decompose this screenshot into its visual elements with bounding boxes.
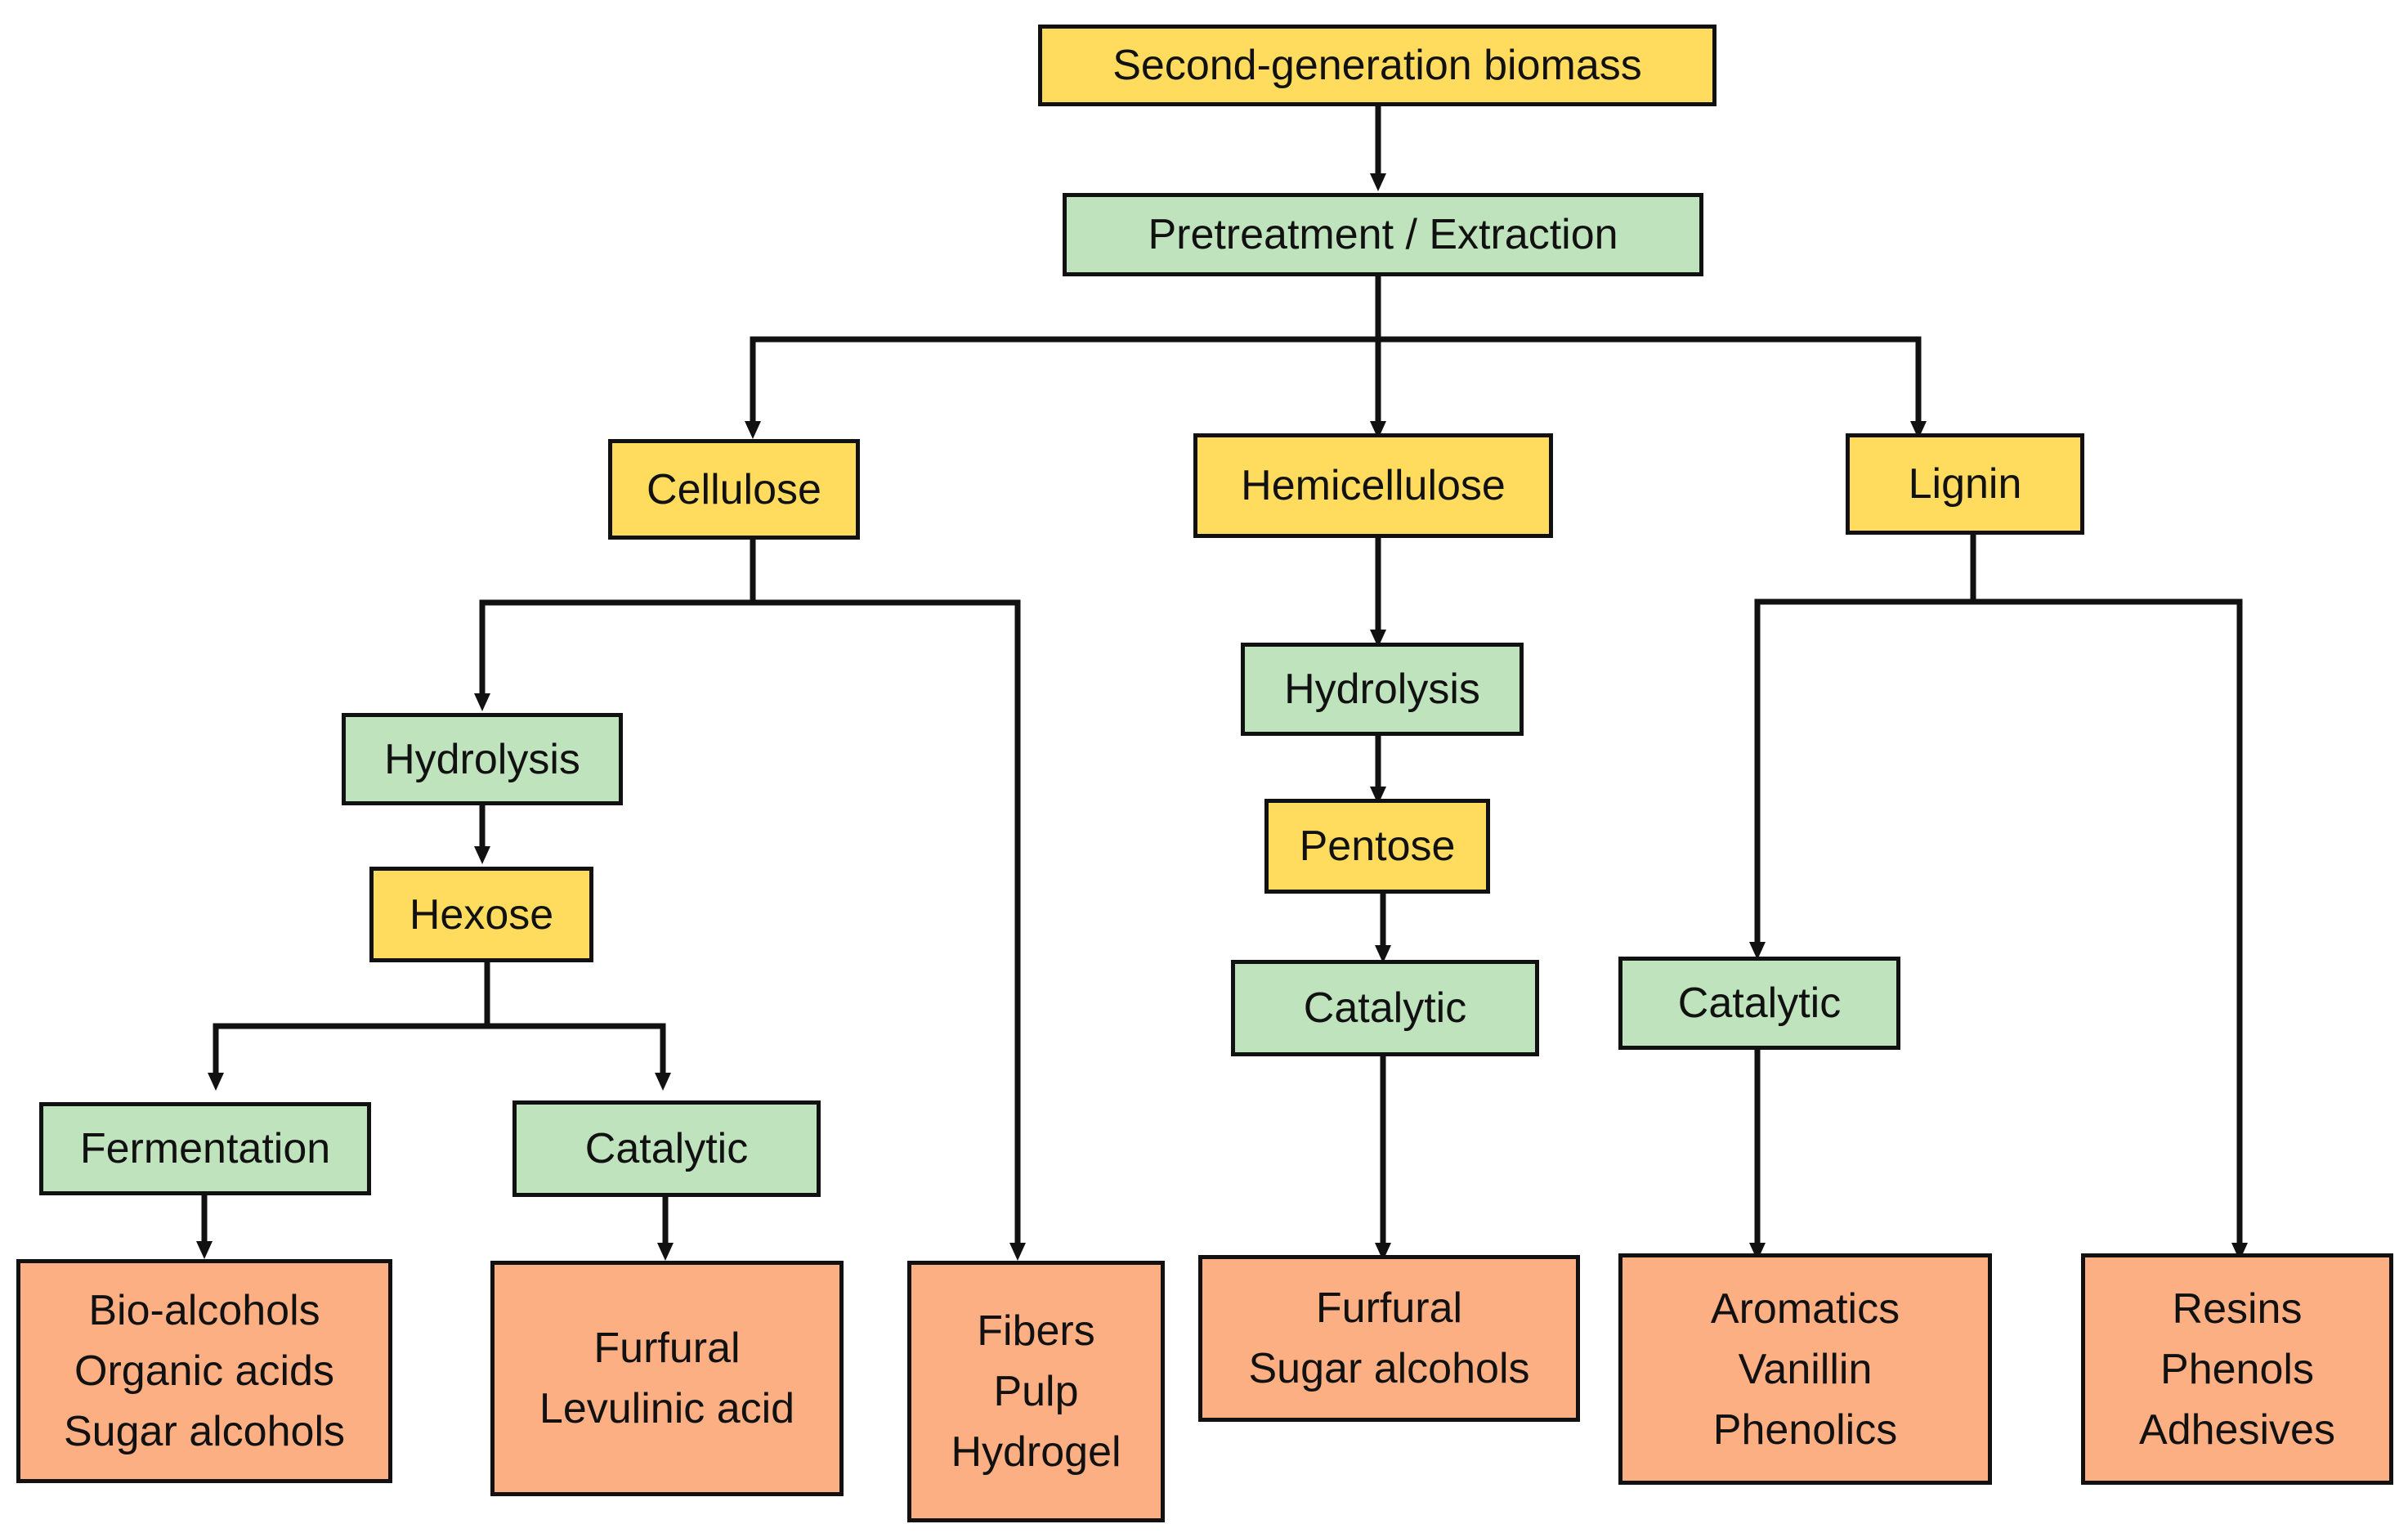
arrowhead [657,1243,674,1261]
node-label-line: Fermentation [79,1125,331,1172]
node-label-line: Aromatics [1710,1284,1900,1333]
node-lignin: Lignin [1846,433,2084,535]
connector-pretreatment-split [750,336,1922,421]
arrowhead [1749,1243,1766,1261]
node-fermentation: Fermentation [39,1102,371,1195]
node-catalytic-pentose: Catalytic [1231,960,1539,1056]
node-label-line: Catalytic [1303,984,1467,1032]
node-label-line: Hydrolysis [384,735,580,783]
node-hydrolysis-hemicellulose: Hydrolysis [1241,643,1524,736]
arrowhead [2231,1243,2248,1261]
node-label-line: Resins [2172,1284,2303,1333]
node-label-line: Catalytic [1677,979,1842,1027]
node-label-line: Hydrogel [951,1428,1121,1476]
node-label-line: Phenolics [1712,1405,1898,1454]
node-label-line: Levulinic acid [539,1385,795,1432]
arrowhead [1009,1243,1026,1261]
arrowhead [1749,942,1766,960]
node-label-line: Organic acids [74,1347,334,1395]
node-label-line: Bio-alcohols [88,1287,320,1334]
node-catalytic-hexose: Catalytic [512,1100,821,1197]
node-label-line: Hexose [409,890,554,939]
arrowhead [655,1073,671,1091]
arrowhead [474,846,490,864]
node-label-line: Sugar alcohols [1248,1345,1530,1392]
node-pentose: Pentose [1264,799,1490,894]
arrowhead [1370,421,1386,439]
node-label-line: Sugar alcohols [64,1408,345,1455]
arrowhead [208,1073,224,1091]
node-hydrolysis-cellulose: Hydrolysis [342,713,623,805]
connector-cellulose-left [479,599,1021,1243]
node-hexose: Hexose [369,867,593,962]
arrowhead [745,421,761,439]
node-second-generation-biomass: Second-generation biomass [1038,25,1716,106]
arrowhead [474,693,490,711]
connector-hexose-split [213,1023,666,1073]
node-label-line: Pulp [993,1368,1079,1415]
node-label-line: Pretreatment / Extraction [1148,211,1618,258]
connector-lignin-split [1754,598,2243,1243]
arrowhead [1375,1243,1391,1261]
node-label-line: Lignin [1908,460,2022,508]
node-cellulose: Cellulose [608,439,860,540]
node-label-line: Pentose [1299,823,1456,870]
arrowhead [1370,630,1386,648]
node-label-line: Second-generation biomass [1112,42,1642,89]
node-label-line: Furfural [1315,1284,1463,1332]
node-label-line: Adhesives [2139,1405,2335,1454]
arrowheads [196,173,2248,1261]
node-label-line: Furfural [593,1325,741,1372]
arrowhead [1375,945,1391,963]
arrowhead [1370,787,1386,805]
node-label-line: Hemicellulose [1241,462,1506,509]
node-label-line: Cellulose [647,465,821,513]
node-label-line: Hydrolysis [1284,666,1480,713]
node-label-line: Fibers [977,1307,1095,1355]
node-catalytic-lignin: Catalytic [1618,957,1900,1050]
node-hemicellulose: Hemicellulose [1193,433,1553,538]
arrowhead [196,1241,213,1259]
node-label-line: Phenols [2160,1345,2314,1393]
node-pretreatment-extraction: Pretreatment / Extraction [1063,193,1703,276]
arrowhead [1910,421,1927,439]
node-label-line: Vanillin [1738,1345,1873,1393]
node-label-line: Catalytic [584,1125,749,1172]
arrowhead [1370,173,1386,191]
